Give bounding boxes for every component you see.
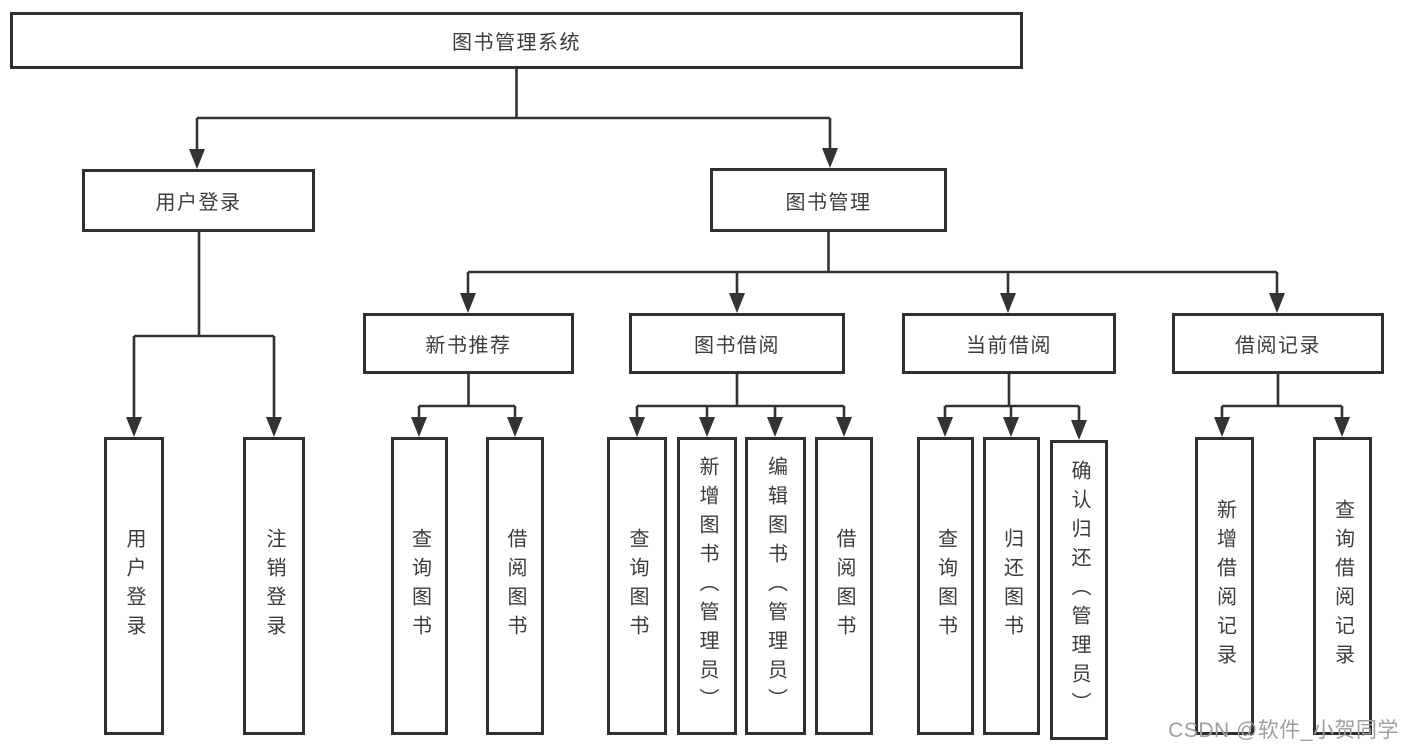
arrowhead xyxy=(836,417,852,437)
leaf-return-books: 归还图书 xyxy=(983,437,1040,735)
arrowhead xyxy=(507,417,523,437)
connector-new-book-leaves xyxy=(417,374,517,419)
node-label: 查询借阅记录 xyxy=(1331,499,1354,673)
arrowhead xyxy=(629,417,645,437)
node-library-management-system: 图书管理系统 xyxy=(10,12,1023,69)
arrowhead xyxy=(767,417,783,437)
node-label: 图书管理系统 xyxy=(452,32,581,54)
arrowhead xyxy=(460,293,476,313)
leaf-search-books: 查询图书 xyxy=(391,437,448,735)
node-label: 查询图书 xyxy=(626,528,648,644)
connector-book-management-to-level3 xyxy=(466,232,1279,295)
arrowhead xyxy=(1071,420,1087,440)
connector-borrowing-records-leaves xyxy=(1220,374,1344,419)
node-label: 借阅记录 xyxy=(1235,335,1321,357)
leaf-search-borrowing-record: 查询借阅记录 xyxy=(1313,437,1372,735)
connector-current-borrowing-leaves xyxy=(943,374,1081,422)
node-label: 用户登录 xyxy=(123,528,145,644)
leaf-search-books: 查询图书 xyxy=(607,437,667,735)
leaf-user-login: 用户登录 xyxy=(104,437,164,735)
node-book-borrowing: 图书借阅 xyxy=(629,313,845,374)
arrowhead xyxy=(1334,417,1350,437)
node-label: 查询图书 xyxy=(934,528,957,644)
arrowhead xyxy=(126,417,142,437)
node-label: 归还图书 xyxy=(1000,528,1023,644)
arrowhead xyxy=(266,417,282,437)
node-label: 注销登录 xyxy=(263,528,285,644)
leaf-search-books: 查询图书 xyxy=(917,437,974,735)
arrowhead xyxy=(1269,293,1285,313)
leaf-logout: 注销登录 xyxy=(243,437,305,735)
node-borrowing-records: 借阅记录 xyxy=(1172,313,1384,374)
node-label: 当前借阅 xyxy=(966,335,1052,357)
leaf-add-books-admin: 新增图书（管理员） xyxy=(677,437,737,735)
csdn-watermark: CSDN @软件_小贺同学 xyxy=(1168,719,1399,742)
leaf-edit-books-admin: 编辑图书（管理员） xyxy=(745,437,806,735)
arrowhead xyxy=(729,293,745,313)
node-label: 借阅图书 xyxy=(504,528,526,644)
arrowhead xyxy=(189,149,205,169)
node-label: 新增图书（管理员） xyxy=(696,455,718,717)
node-label: 借阅图书 xyxy=(833,528,855,644)
connector-user-login-leaves xyxy=(132,232,276,419)
node-label: 新书推荐 xyxy=(425,335,512,357)
node-current-borrowing: 当前借阅 xyxy=(902,313,1116,374)
node-label: 图书借阅 xyxy=(694,335,780,357)
node-label: 用户登录 xyxy=(155,192,242,214)
node-label: 新增借阅记录 xyxy=(1213,499,1236,673)
arrowhead xyxy=(1003,417,1019,437)
node-label: 编辑图书（管理员） xyxy=(764,455,787,717)
node-label: 查询图书 xyxy=(408,528,431,644)
arrowhead xyxy=(822,148,838,168)
arrowhead xyxy=(1000,293,1016,313)
leaf-borrow-books: 借阅图书 xyxy=(486,437,544,735)
arrowhead xyxy=(411,417,427,437)
connector-book-borrowing-leaves xyxy=(635,374,846,419)
node-label: 图书管理 xyxy=(785,191,872,214)
leaf-add-borrowing-record: 新增借阅记录 xyxy=(1195,437,1254,735)
node-label: 确认归还（管理员） xyxy=(1068,459,1090,721)
leaf-borrow-books: 借阅图书 xyxy=(815,437,873,735)
arrowhead xyxy=(699,417,715,437)
node-user-login: 用户登录 xyxy=(82,169,315,232)
node-book-management: 图书管理 xyxy=(710,168,947,232)
arrowhead xyxy=(1214,417,1230,437)
connector-root-to-level2 xyxy=(195,69,832,151)
arrowhead xyxy=(937,417,953,437)
node-new-book-recommendation: 新书推荐 xyxy=(363,313,574,374)
leaf-confirm-return-admin: 确认归还（管理员） xyxy=(1050,440,1108,740)
